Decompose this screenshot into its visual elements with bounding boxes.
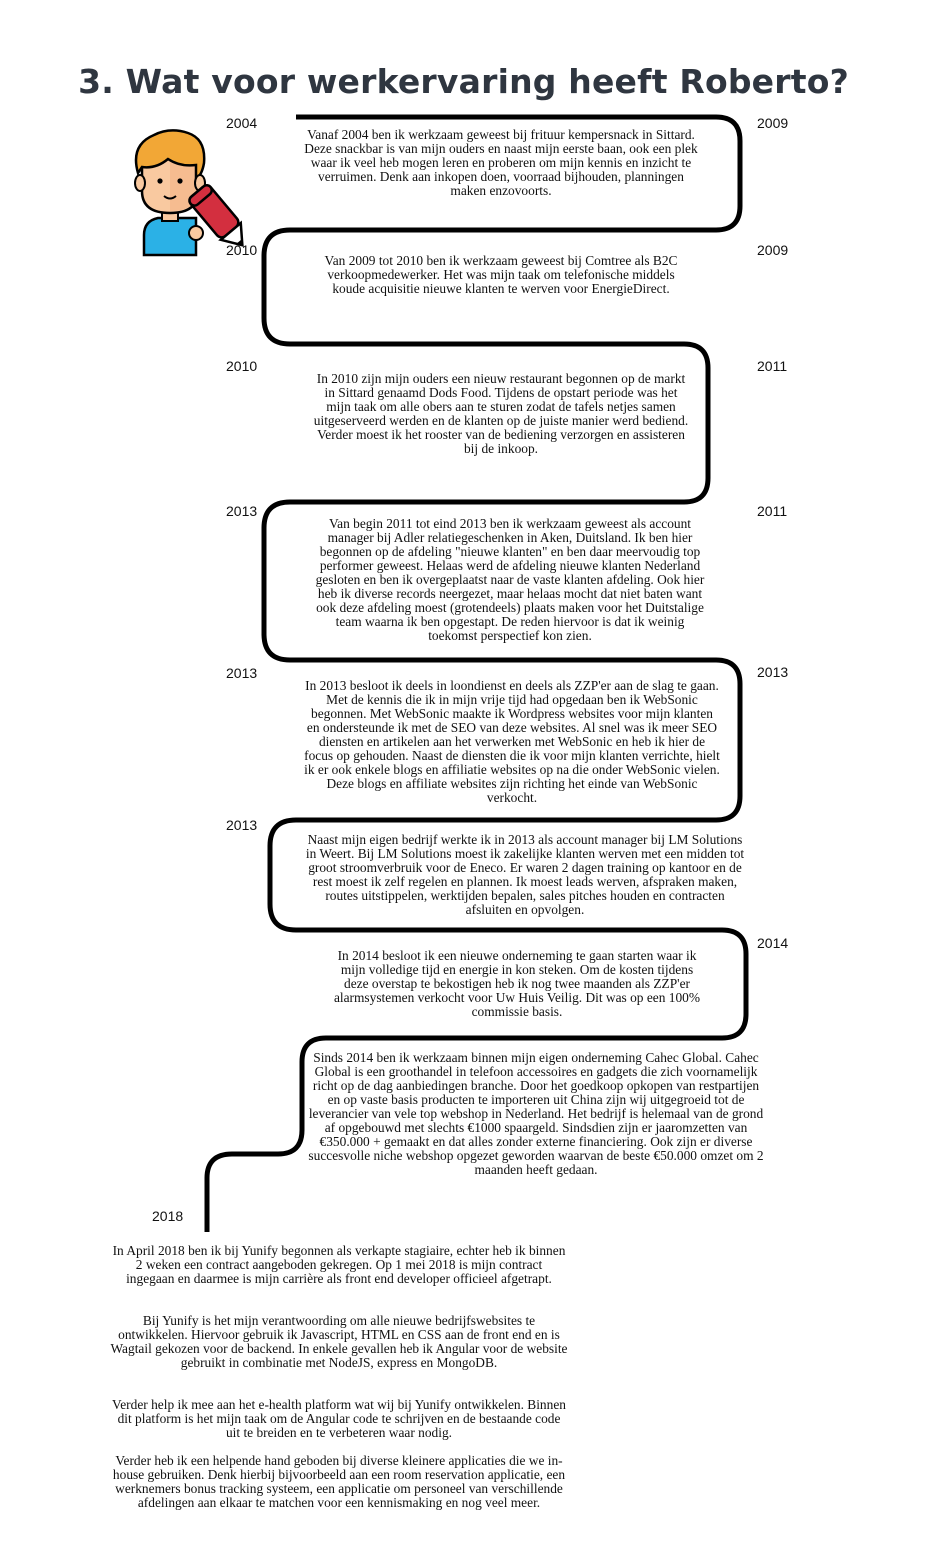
experience-entry-2010: In 2010 zijn mijn ouders een nieuw resta…	[313, 372, 689, 456]
year-label: 2013	[226, 665, 258, 681]
year-label: 2018	[152, 1208, 184, 1224]
experience-entry-2013-lm-solutions: Naast mijn eigen bedrijf werkte ik in 20…	[305, 833, 745, 917]
year-label: 2013	[757, 664, 789, 680]
experience-entry-2013-websonic: In 2013 besloot ik deels in loondienst e…	[304, 679, 720, 805]
experience-entry-cahec-global: Sinds 2014 ben ik werkzaam binnen mijn e…	[308, 1051, 764, 1177]
person-with-pencil-icon	[110, 125, 245, 265]
year-label: 2011	[757, 358, 788, 374]
experience-entry-2004: Vanaf 2004 ben ik werkzaam geweest bij f…	[304, 128, 698, 198]
page-title: 3. Wat voor werkervaring heeft Roberto?	[78, 62, 849, 101]
year-label: 2009	[757, 242, 789, 258]
experience-entry-2009: Van 2009 tot 2010 ben ik werkzaam gewees…	[324, 254, 678, 296]
year-label: 2010	[226, 242, 258, 258]
year-label: 2013	[226, 503, 258, 519]
year-label: 2013	[226, 817, 258, 833]
year-label: 2014	[757, 935, 789, 951]
experience-entry-2018-yunify: In April 2018 ben ik bij Yunify begonnen…	[112, 1244, 566, 1286]
year-label: 2010	[226, 358, 258, 374]
year-label: 2009	[757, 115, 789, 131]
experience-entry-2011: Van begin 2011 tot eind 2013 ben ik werk…	[315, 517, 705, 643]
experience-entry-2018-ehealth: Verder help ik mee aan het e-health plat…	[112, 1398, 566, 1440]
year-label: 2004	[226, 115, 258, 131]
experience-entry-2014: In 2014 besloot ik een nieuwe ondernemin…	[333, 949, 701, 1019]
experience-entry-2018-websites: Bij Yunify is het mijn verantwoording om…	[110, 1314, 568, 1370]
year-label: 2011	[757, 503, 788, 519]
experience-entry-2018-applications: Verder heb ik een helpende hand geboden …	[112, 1454, 566, 1510]
